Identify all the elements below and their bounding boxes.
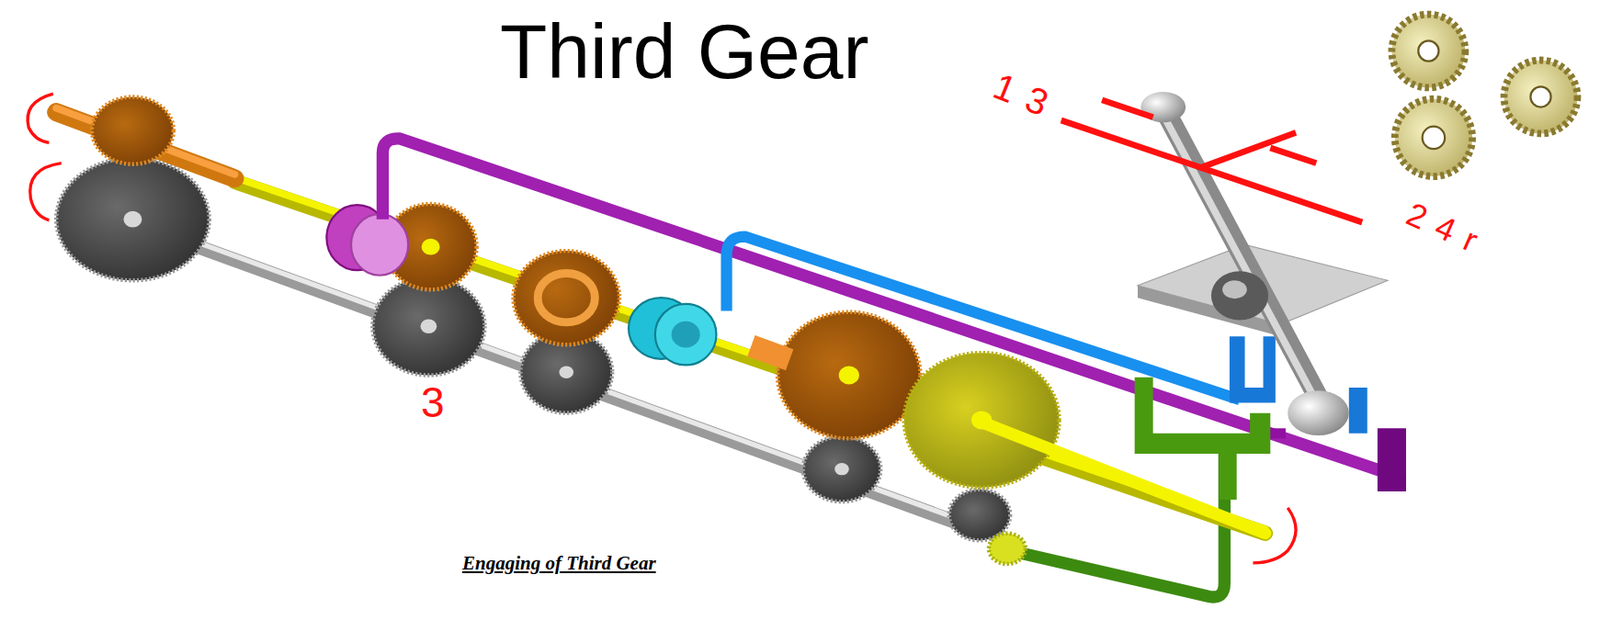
gear-icon bbox=[1391, 14, 1578, 178]
caption: Engaging of Third Gear bbox=[462, 552, 657, 576]
rotation-arrow bbox=[27, 93, 1296, 564]
shift-position: 1 3 bbox=[988, 67, 1056, 123]
shift-rail bbox=[382, 138, 1400, 490]
gear-icon-hole bbox=[1418, 40, 1551, 149]
main-shaft bbox=[56, 108, 1266, 534]
countershaft-gear bbox=[56, 158, 1010, 541]
page-title: Third Gear bbox=[499, 12, 869, 91]
callout-number: 3 bbox=[420, 381, 447, 424]
shift-fork bbox=[1134, 336, 1407, 500]
shift-lever bbox=[1137, 91, 1388, 436]
shaft-hub bbox=[421, 238, 993, 431]
gear-ring bbox=[537, 273, 595, 323]
shift-pattern bbox=[1061, 100, 1363, 223]
shift-position: 2 4 r bbox=[1401, 197, 1485, 259]
